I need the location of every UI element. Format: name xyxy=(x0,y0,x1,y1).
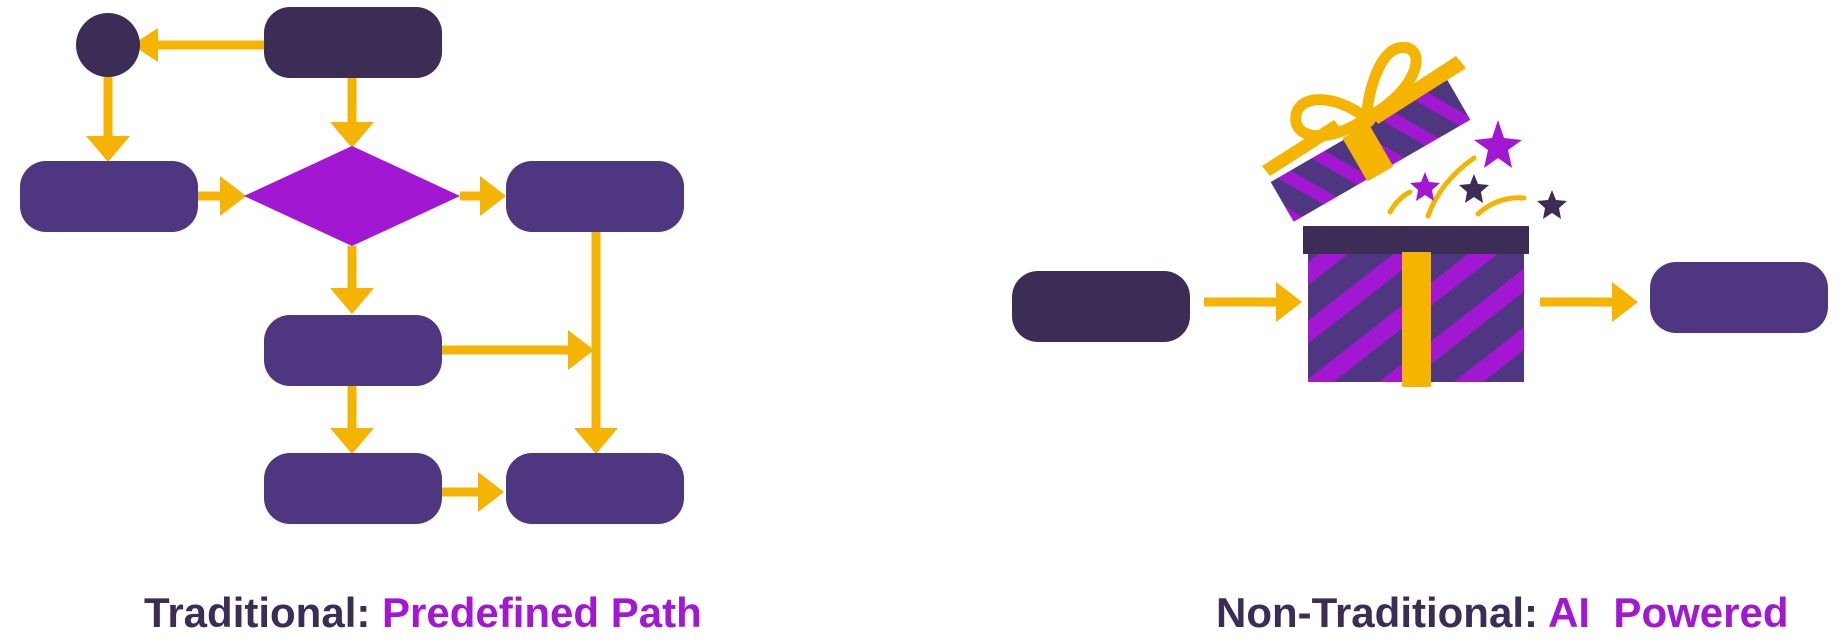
gift-lid xyxy=(1270,79,1471,222)
ai-flow xyxy=(1012,41,1828,387)
arrowhead-down xyxy=(330,122,374,148)
gift-bow-tails xyxy=(1262,56,1466,176)
arrowhead-down xyxy=(330,428,374,454)
flow-arrow-out xyxy=(1540,282,1638,322)
arrowhead-down xyxy=(574,428,618,454)
flowchart-node-bottom-left xyxy=(264,453,442,524)
flowchart-node-middle xyxy=(264,315,442,386)
flowchart-connectors xyxy=(103,40,601,497)
confetti xyxy=(1387,155,1527,219)
arrowhead-down xyxy=(86,136,130,162)
gift-ribbon xyxy=(1402,252,1431,387)
caption-ai-powered: Non-Traditional: AI Powered xyxy=(1216,588,1789,638)
output-node xyxy=(1650,262,1828,333)
star-icon xyxy=(1410,172,1440,201)
caption-traditional-highlight: Predefined Path xyxy=(382,589,702,636)
flowchart xyxy=(20,7,684,524)
caption-traditional-prefix: Traditional: xyxy=(144,589,383,636)
arrowhead-right xyxy=(480,176,506,216)
input-node xyxy=(1012,271,1190,342)
arrowhead-right xyxy=(568,330,594,370)
gift-box-icon xyxy=(1262,41,1567,387)
caption-ai-highlight: AI Powered xyxy=(1548,589,1789,636)
arrowhead-left xyxy=(132,28,158,62)
arrowhead-right xyxy=(220,176,246,216)
arrowhead-right xyxy=(478,472,504,512)
arrowhead-down xyxy=(330,288,374,314)
caption-traditional: Traditional: Predefined Path xyxy=(144,588,702,638)
flowchart-node-left xyxy=(20,161,198,232)
start-node xyxy=(76,13,140,77)
flowchart-arrowheads xyxy=(86,28,618,512)
flowchart-node-right xyxy=(506,161,684,232)
gift-box-rim xyxy=(1303,226,1529,254)
star-icon xyxy=(1459,174,1489,203)
star-icon xyxy=(1474,120,1522,168)
decision-diamond xyxy=(244,146,460,246)
caption-ai-prefix: Non-Traditional: xyxy=(1216,589,1549,636)
flow-arrow-in xyxy=(1204,282,1302,322)
flowchart-node-bottom-right xyxy=(506,453,684,524)
star-icon xyxy=(1537,190,1567,219)
flowchart-node-top xyxy=(264,7,442,78)
